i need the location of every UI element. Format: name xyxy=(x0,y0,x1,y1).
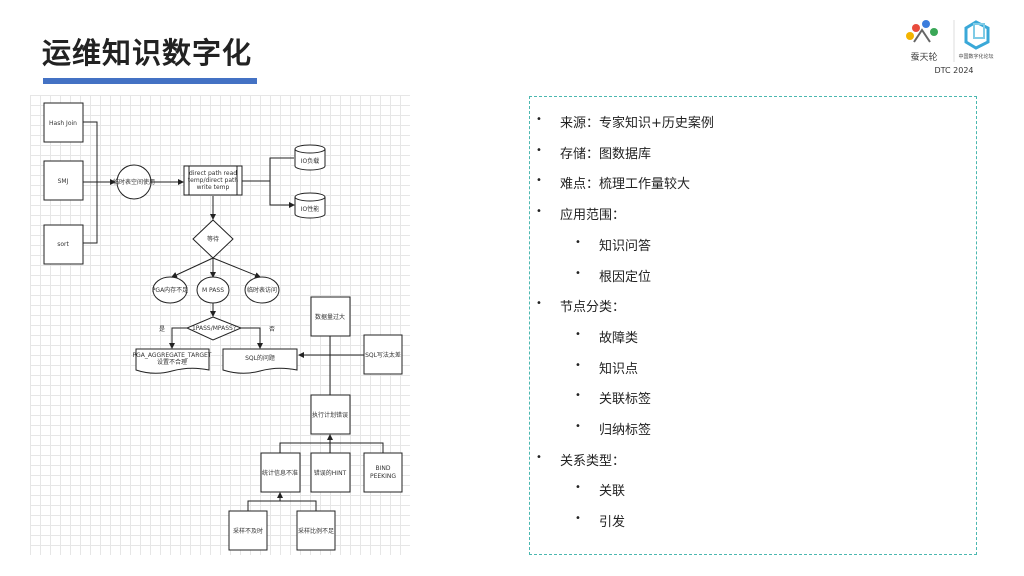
node-smj: SMJ xyxy=(58,178,69,185)
sub-bullet-item: • 知识点 xyxy=(575,358,639,377)
node-mpass: M PASS xyxy=(202,287,224,294)
bullet-text: 故障类 xyxy=(599,330,639,346)
bullet-item: • 节点分类： xyxy=(536,296,626,316)
label-yes: 是 xyxy=(159,326,165,333)
bullet-text: 难点：梳理工作量较大 xyxy=(560,177,691,193)
bullet-icon: • xyxy=(536,144,542,156)
bullet-text: 归纳标签 xyxy=(599,423,652,438)
node-temp-access: 临时表访问 xyxy=(247,286,277,294)
bullet-text: 来源：专家知识+历史案例 xyxy=(560,116,714,131)
node-direct-path-2: temp/direct path xyxy=(188,177,239,184)
bullet-icon: • xyxy=(536,298,542,310)
node-direct-path-1: direct path read xyxy=(189,170,237,177)
bullet-text: 根因定位 xyxy=(599,269,652,285)
bullet-text: 存储：图数据库 xyxy=(560,146,652,162)
bullet-icon: • xyxy=(536,206,542,218)
label-no: 否 xyxy=(269,326,275,333)
logo-graphic: 蚕天轮 中国数字化论坛 DTC 2024 xyxy=(906,20,994,75)
node-io-load: IO负载 xyxy=(301,157,320,165)
bullet-text: 知识问答 xyxy=(599,238,652,254)
node-sort: sort xyxy=(57,241,69,248)
bullet-icon: • xyxy=(575,236,581,248)
bullet-item: • 存储：图数据库 xyxy=(536,143,652,162)
bullet-text: 引发 xyxy=(599,515,626,531)
node-hash-join: Hash Join xyxy=(49,120,77,127)
bullet-icon: • xyxy=(575,328,581,340)
node-pga-target-2: 设置不合理 xyxy=(157,358,187,366)
sub-bullet-item: • 故障类 xyxy=(575,327,639,346)
sub-bullet-item: • 知识问答 xyxy=(575,235,652,254)
node-bad-sql: SQL写法太差 xyxy=(365,351,401,359)
bullet-icon: • xyxy=(575,390,581,402)
bullet-item: • 难点：梳理工作量较大 xyxy=(536,173,691,193)
bullet-icon: • xyxy=(575,359,581,371)
bullet-text: 知识点 xyxy=(599,361,639,377)
bullet-text: 关系类型： xyxy=(560,453,626,469)
bullet-item: • 来源：专家知识+历史案例 xyxy=(536,112,714,131)
sub-bullet-item: • 关联 xyxy=(575,480,626,500)
node-plan-error: 执行计划错误 xyxy=(312,411,348,419)
node-pass-check: 1PASS/MPASS? xyxy=(192,325,236,332)
node-pga-low: PGA内存不足 xyxy=(152,286,188,294)
node-temp-usage: 临时表空间使用 xyxy=(113,178,155,186)
sub-bullet-item: • 归纳标签 xyxy=(575,419,652,438)
bullet-icon: • xyxy=(575,267,581,279)
node-sample-low: 采样比例不足 xyxy=(298,527,334,535)
bullet-icon: • xyxy=(536,114,542,125)
bullet-item: • 关系类型： xyxy=(536,450,626,469)
flowchart-diagram: Hash Join SMJ sort 临时表空间使用 direct path r… xyxy=(30,95,410,555)
page-title: 运维知识数字化 xyxy=(42,36,253,70)
sub-bullet-item: • 引发 xyxy=(575,511,626,531)
title-underline xyxy=(43,78,257,84)
node-pga-target-1: PGA_AGGREGATE_TARGET xyxy=(133,352,212,359)
logo-brand-text: 蚕天轮 xyxy=(910,51,937,63)
node-direct-path-3: write temp xyxy=(197,184,230,191)
node-bind-2: PEEKING xyxy=(370,473,396,480)
node-sql-issue: SQL的问题 xyxy=(245,354,275,362)
node-data-volume: 数据量过大 xyxy=(315,313,345,321)
logo-org-text: 中国数字化论坛 xyxy=(958,53,993,60)
node-stats-inaccurate: 统计信息不准 xyxy=(262,469,298,477)
logo-event-text: DTC 2024 xyxy=(934,66,973,75)
node-wrong-hint: 错误的HINT xyxy=(314,469,347,477)
bullet-text: 节点分类： xyxy=(560,300,626,316)
sub-bullet-item: • 关联标签 xyxy=(575,388,652,408)
bullet-icon: • xyxy=(575,421,581,432)
knowledge-panel xyxy=(529,96,977,555)
flowchart-svg: Hash Join SMJ sort 临时表空间使用 direct path r… xyxy=(43,102,403,551)
bullet-text: 应用范围： xyxy=(560,208,626,224)
bullet-icon: • xyxy=(575,513,581,525)
node-sample-late: 采样不及时 xyxy=(233,527,263,535)
node-bind-1: BIND xyxy=(376,465,391,472)
bullet-icon: • xyxy=(536,175,542,187)
bullet-text: 关联 xyxy=(599,484,626,500)
sub-bullet-item: • 根因定位 xyxy=(575,266,652,285)
node-io-perf: IO性能 xyxy=(301,205,320,213)
bullet-item: • 应用范围： xyxy=(536,204,626,224)
node-wait: 等待 xyxy=(207,235,219,243)
bullet-icon: • xyxy=(536,451,542,463)
logo: 蚕天轮 中国数字化论坛 DTC 2024 xyxy=(896,14,1016,76)
bullet-text: 关联标签 xyxy=(599,392,652,408)
bullet-icon: • xyxy=(575,482,581,494)
